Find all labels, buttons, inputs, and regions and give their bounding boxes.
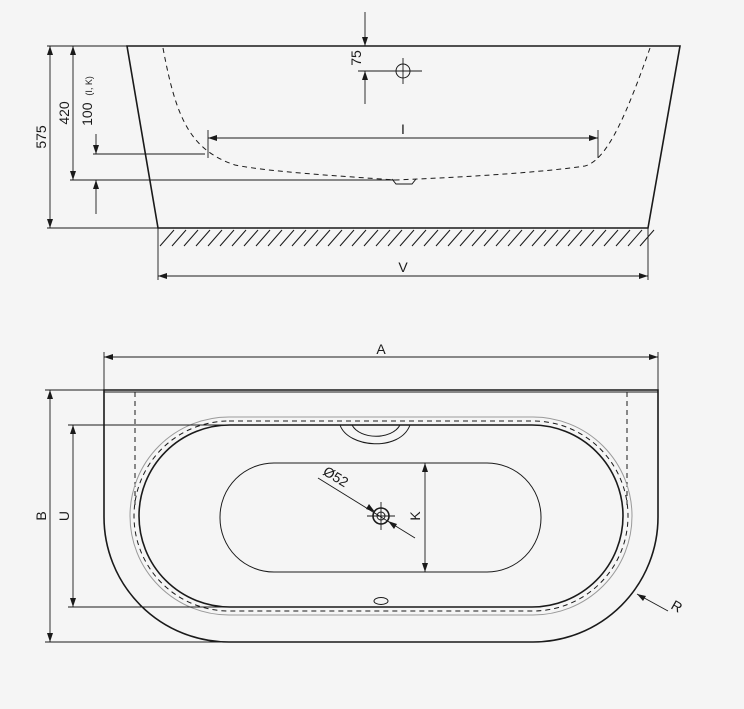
hatch-line [447, 229, 463, 247]
dim-depth: 420 [56, 46, 76, 180]
hatch-line [411, 229, 427, 247]
hatch-line [519, 229, 535, 247]
top-plan-view: Ø52 K A B [33, 341, 686, 643]
dim-radius: R [636, 593, 686, 616]
dim-base-length: V [157, 228, 649, 280]
dim-v-label: V [398, 259, 408, 275]
hatch-line [363, 229, 379, 247]
hatch-line [291, 229, 307, 247]
hatch-line [435, 229, 451, 247]
hatch-line [459, 229, 475, 247]
rim-dashed-outline [133, 420, 629, 612]
inner-basin-contour [162, 47, 651, 181]
hatch-line [531, 229, 547, 247]
hatch-line [639, 229, 655, 247]
dim-inner-length: I [207, 121, 599, 158]
hatch-line [243, 229, 259, 247]
dim-length: A [103, 341, 659, 390]
hatch-line [579, 229, 595, 247]
hatch-line [495, 229, 511, 247]
hatch-line [603, 229, 619, 247]
dim-420-label: 420 [56, 101, 72, 125]
dim-100-label: 100 [79, 102, 95, 126]
tub-plan-outline [103, 389, 659, 643]
dim-i-label: I [401, 121, 405, 137]
hatch-line [267, 229, 283, 247]
hatch-line [339, 229, 355, 247]
hatch-line [555, 229, 571, 247]
hatch-line [399, 229, 415, 247]
hatch-line [315, 229, 331, 247]
hatch-line [171, 229, 187, 247]
floor-hatching [158, 227, 655, 247]
front-overflow [373, 597, 389, 605]
tub-side-outline [126, 45, 681, 229]
dim-k-label: K [407, 511, 423, 521]
hatch-line [231, 229, 247, 247]
hatch-line [219, 229, 235, 247]
dim-u-label: U [56, 511, 72, 521]
dim-75-label: 75 [348, 50, 364, 66]
hatch-line [387, 229, 403, 247]
dim-drain-diameter-label: Ø52 [320, 463, 351, 490]
dim-total-height: 575 [33, 46, 53, 228]
basin-bottom [219, 462, 542, 573]
hatch-line [615, 229, 631, 247]
hatch-line [627, 229, 643, 247]
dim-width: B [33, 389, 229, 643]
hatch-line [507, 229, 523, 247]
hatch-line [567, 229, 583, 247]
overflow-symbol [390, 58, 422, 84]
dim-575-label: 575 [33, 125, 49, 149]
side-elevation-view: 75 I 575 420 [33, 12, 681, 280]
dim-b-label: B [33, 511, 49, 520]
dim-r-label: R [669, 597, 686, 616]
hatch-line [423, 229, 439, 247]
rim-grey-outline [129, 416, 633, 616]
hatch-line [303, 229, 319, 247]
dim-drain-offset: K [407, 462, 436, 573]
hatch-line [543, 229, 559, 247]
hatch-line [207, 229, 223, 247]
inner-rim [138, 424, 624, 608]
hatch-line [255, 229, 271, 247]
hatch-line [195, 229, 211, 247]
hatch-line [591, 229, 607, 247]
dim-100-suffix: (I, K) [84, 76, 94, 96]
hatch-line [471, 229, 487, 247]
hatch-line [279, 229, 295, 247]
hatch-line [183, 229, 199, 247]
dim-overflow-offset: 75 [348, 12, 395, 104]
hatch-line [483, 229, 499, 247]
dim-drain-diameter: Ø52 [317, 463, 416, 539]
dim-inner-width: U [56, 424, 230, 608]
drain-outlet-side [391, 178, 417, 185]
dim-a-label: A [376, 341, 386, 357]
hatch-line [159, 229, 175, 247]
hatch-line [327, 229, 343, 247]
hatch-line [351, 229, 367, 247]
hatch-line [375, 229, 391, 247]
overflow-notch [339, 424, 411, 445]
drain-symbol [367, 502, 395, 530]
svg-text:100 (I, K): 100 (I, K) [79, 76, 95, 126]
dim-overflow-height: 100 (I, K) [79, 76, 99, 214]
